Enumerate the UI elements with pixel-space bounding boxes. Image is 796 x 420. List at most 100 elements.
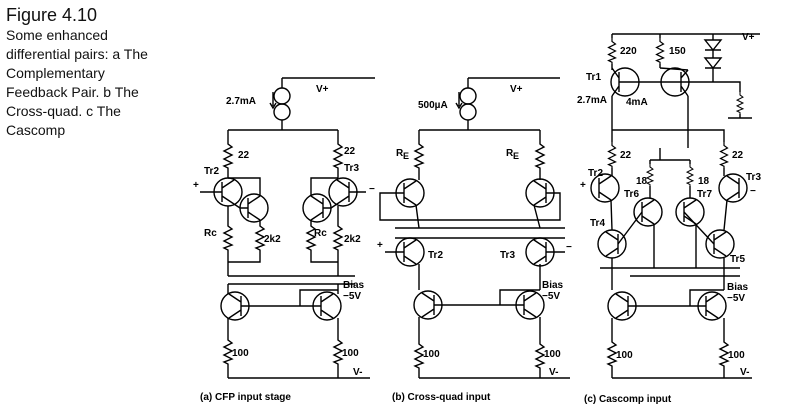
resistor-label: 100 (423, 349, 440, 360)
panel-b-cross-quad-input (379, 77, 570, 379)
current-source-icon (459, 87, 477, 105)
resistor-label: 2k2 (344, 234, 361, 245)
panel-caption: (c) Cascomp input (584, 394, 672, 405)
transistor-label: Tr2 (428, 250, 443, 261)
resistor-icon (607, 141, 617, 169)
re-label: R (396, 148, 404, 159)
bias-label: Bias (343, 280, 365, 291)
resistor-icon (655, 37, 665, 65)
transistor-label: Tr5 (730, 254, 745, 265)
current-label: 2.7mA (577, 95, 607, 106)
resistor-label: 22 (732, 150, 744, 161)
resistor-icon (333, 335, 343, 367)
resistor-icon (255, 221, 265, 253)
transistor-label: Tr1 (586, 72, 601, 83)
resistor-icon (333, 139, 343, 171)
figure-caption: Figure 4.10 Some enhanced differential p… (6, 4, 196, 140)
vplus-label: V+ (742, 32, 755, 43)
panel-caption: (b) Cross-quad input (392, 392, 491, 403)
caption-line-6: Cascomp (6, 122, 66, 138)
resistor-icon (607, 37, 617, 65)
diode-icon (703, 57, 723, 70)
transistor-label: Tr3 (500, 250, 515, 261)
transistor-label: Tr4 (590, 218, 605, 229)
resistor-icon (333, 221, 343, 253)
resistor-icon (535, 139, 545, 171)
resistor-icon (719, 141, 729, 169)
vplus-label: V+ (510, 84, 523, 95)
resistor-label: 18 (698, 176, 710, 187)
re-subscript: E (403, 151, 409, 161)
resistor-icon (736, 91, 744, 115)
minus-input-label: − (750, 186, 756, 197)
bias-label: Bias (542, 280, 564, 291)
resistor-icon (223, 139, 233, 171)
rc-label: Rc (204, 228, 217, 239)
caption-line-4: Feedback Pair. b The (6, 84, 139, 100)
bias-label: Bias (727, 282, 749, 293)
bias-voltage-label: −5V (727, 293, 745, 304)
resistor-icon (646, 163, 654, 187)
resistor-label: 22 (344, 146, 356, 157)
panel-c-cascomp-input (590, 33, 760, 379)
resistor-label: 100 (728, 350, 745, 361)
current-source-icon (273, 87, 291, 105)
transistor-label: Tr2 (204, 166, 219, 177)
resistor-icon (535, 339, 545, 371)
caption-line-1: Some enhanced (6, 27, 108, 43)
vminus-label: V- (353, 367, 362, 378)
current-label: 4mA (626, 97, 648, 108)
resistor-label: 150 (669, 46, 686, 57)
minus-input-label: − (369, 184, 375, 195)
resistor-icon (223, 221, 233, 253)
resistor-label: 100 (342, 348, 359, 359)
caption-line-5: Cross-quad. c The (6, 103, 121, 119)
transistor-label: Tr6 (624, 189, 639, 200)
re-label: R (506, 148, 514, 159)
resistor-icon (719, 337, 729, 369)
panel-c-labels: V+ 220 150 Tr1 2.7mA 4mA 22 22 Tr2 Tr3 +… (577, 32, 761, 405)
vminus-label: V- (740, 367, 749, 378)
resistor-label: 22 (238, 150, 250, 161)
resistor-label: 22 (620, 150, 632, 161)
panel-b-labels: 500µA V+ R E R E Tr2 Tr3 + − Bias −5V 10… (377, 84, 572, 403)
transistor-label: Tr7 (697, 189, 712, 200)
caption-line-2: differential pairs: a The (6, 46, 148, 62)
vminus-label: V- (549, 367, 558, 378)
transistor-label: Tr3 (344, 163, 359, 174)
plus-input-label: + (193, 180, 199, 191)
resistor-icon (607, 337, 617, 369)
re-subscript: E (513, 151, 519, 161)
transistor-icon (718, 173, 748, 203)
resistor-label: 18 (636, 176, 648, 187)
plus-input-label: + (580, 180, 586, 191)
bias-voltage-label: −5V (343, 291, 361, 302)
resistor-label: 100 (616, 350, 633, 361)
panel-a-cfp-input-stage (200, 77, 375, 379)
resistor-label: 100 (232, 348, 249, 359)
transistor-label: Tr3 (746, 172, 761, 183)
transistor-label: Tr2 (588, 168, 603, 179)
panel-caption: (a) CFP input stage (200, 392, 291, 403)
caption-line-3: Complementary (6, 65, 105, 81)
resistor-label: 100 (544, 349, 561, 360)
figure-title: Figure 4.10 (6, 5, 98, 25)
transistor-icon (597, 229, 627, 259)
transistor-icon (675, 197, 705, 227)
vplus-label: V+ (316, 84, 329, 95)
minus-input-label: − (566, 242, 572, 253)
resistor-label: 220 (620, 46, 637, 57)
plus-input-label: + (377, 240, 383, 251)
panel-a-labels: 2.7mA V+ 22 22 Tr2 Tr3 + − Rc Rc 2k2 2k2… (193, 84, 375, 403)
transistor-icon (633, 197, 663, 227)
transistor-icon (590, 173, 620, 203)
bias-voltage-label: −5V (542, 291, 560, 302)
transistor-icon (705, 229, 735, 259)
current-label: 500µA (418, 100, 448, 111)
current-label: 2.7mA (226, 96, 256, 107)
resistor-icon (414, 139, 424, 171)
resistor-label: 2k2 (264, 234, 281, 245)
resistor-icon (223, 335, 233, 367)
rc-label: Rc (314, 228, 327, 239)
